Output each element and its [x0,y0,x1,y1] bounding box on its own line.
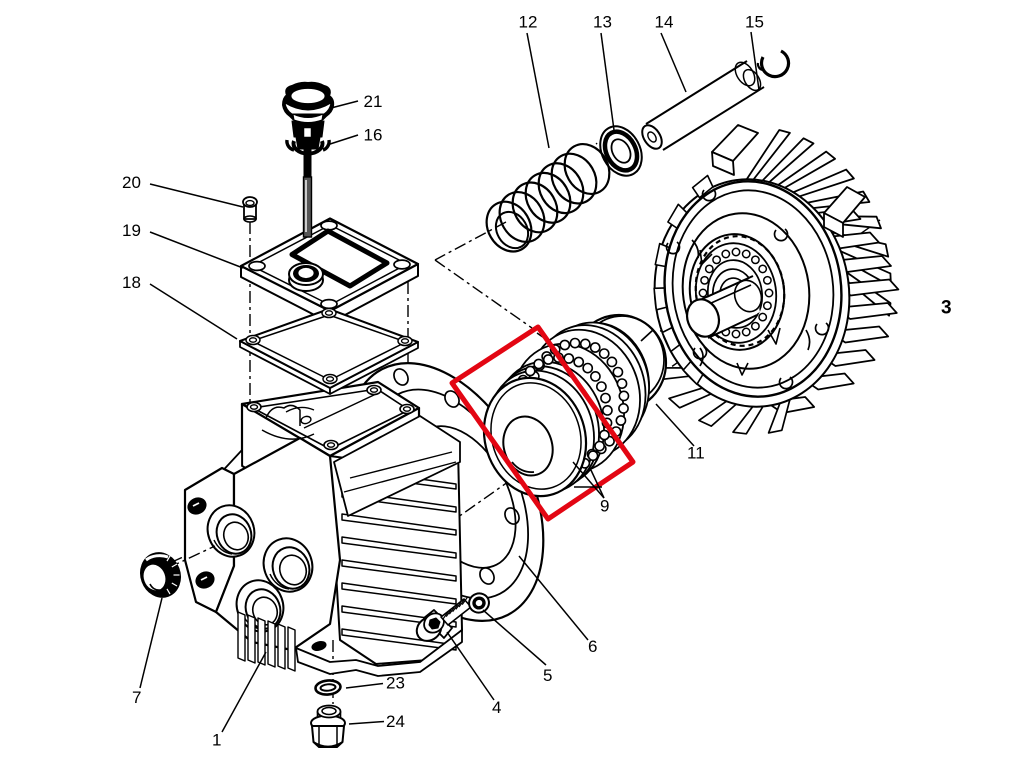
svg-text:12: 12 [519,13,538,32]
svg-text:1: 1 [212,731,221,750]
svg-text:21: 21 [364,92,383,111]
svg-text:20: 20 [122,173,141,192]
svg-text:18: 18 [122,273,141,292]
svg-text:15: 15 [745,13,764,32]
svg-text:4: 4 [492,698,501,717]
svg-text:16: 16 [364,126,383,145]
svg-text:9: 9 [600,497,609,516]
svg-text:7: 7 [132,688,141,707]
svg-text:19: 19 [122,221,141,240]
svg-text:6: 6 [588,637,597,656]
svg-text:24: 24 [386,712,405,731]
svg-text:5: 5 [543,666,552,685]
svg-text:23: 23 [386,674,405,693]
svg-text:3: 3 [941,298,952,319]
svg-text:11: 11 [687,444,705,463]
svg-text:13: 13 [593,13,612,32]
svg-text:14: 14 [655,13,674,32]
